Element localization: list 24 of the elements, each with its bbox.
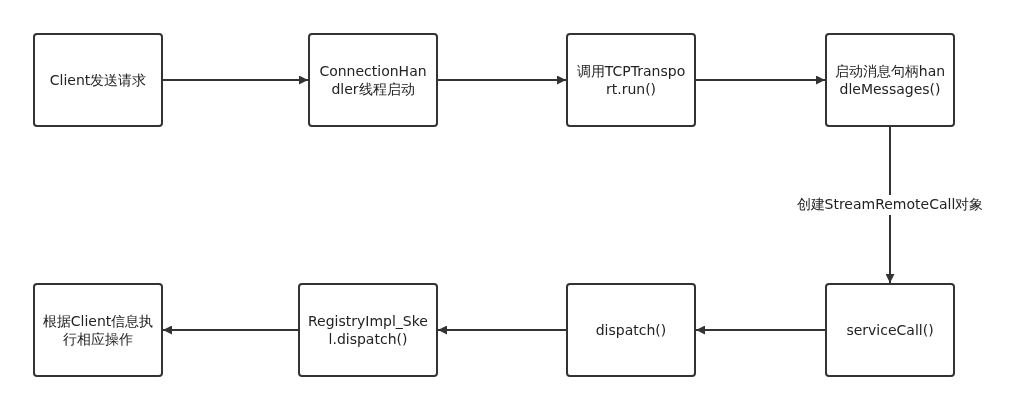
arrow: [162, 325, 299, 335]
box-label: ConnectionHandler线程启动: [318, 61, 428, 99]
arrow: [162, 75, 309, 85]
arrow: [885, 126, 895, 284]
arrow: [437, 325, 567, 335]
process-box: [825, 283, 955, 377]
process-box: [566, 33, 696, 127]
process-box: [308, 33, 438, 127]
process-box: [33, 283, 163, 377]
process-box: [566, 283, 696, 377]
box-label: serviceCall(): [846, 320, 934, 340]
box-label: dispatch(): [595, 320, 667, 340]
process-box: [298, 283, 438, 377]
arrow: [695, 75, 826, 85]
box-label: 调用TCPTransport.run(): [575, 61, 687, 99]
box-label: Client发送请求: [49, 70, 147, 90]
process-box: [825, 33, 955, 127]
arrow: [437, 75, 567, 85]
arrow: [695, 325, 826, 335]
edge-label: 创建StreamRemoteCall对象: [794, 195, 986, 215]
box-label: 启动消息句柄handleMessages(): [833, 61, 947, 99]
box-label: RegistryImpl_Skel.dispatch(): [307, 311, 429, 349]
box-label: 根据Client信息执行相应操作: [41, 311, 155, 349]
process-box: [33, 33, 163, 127]
